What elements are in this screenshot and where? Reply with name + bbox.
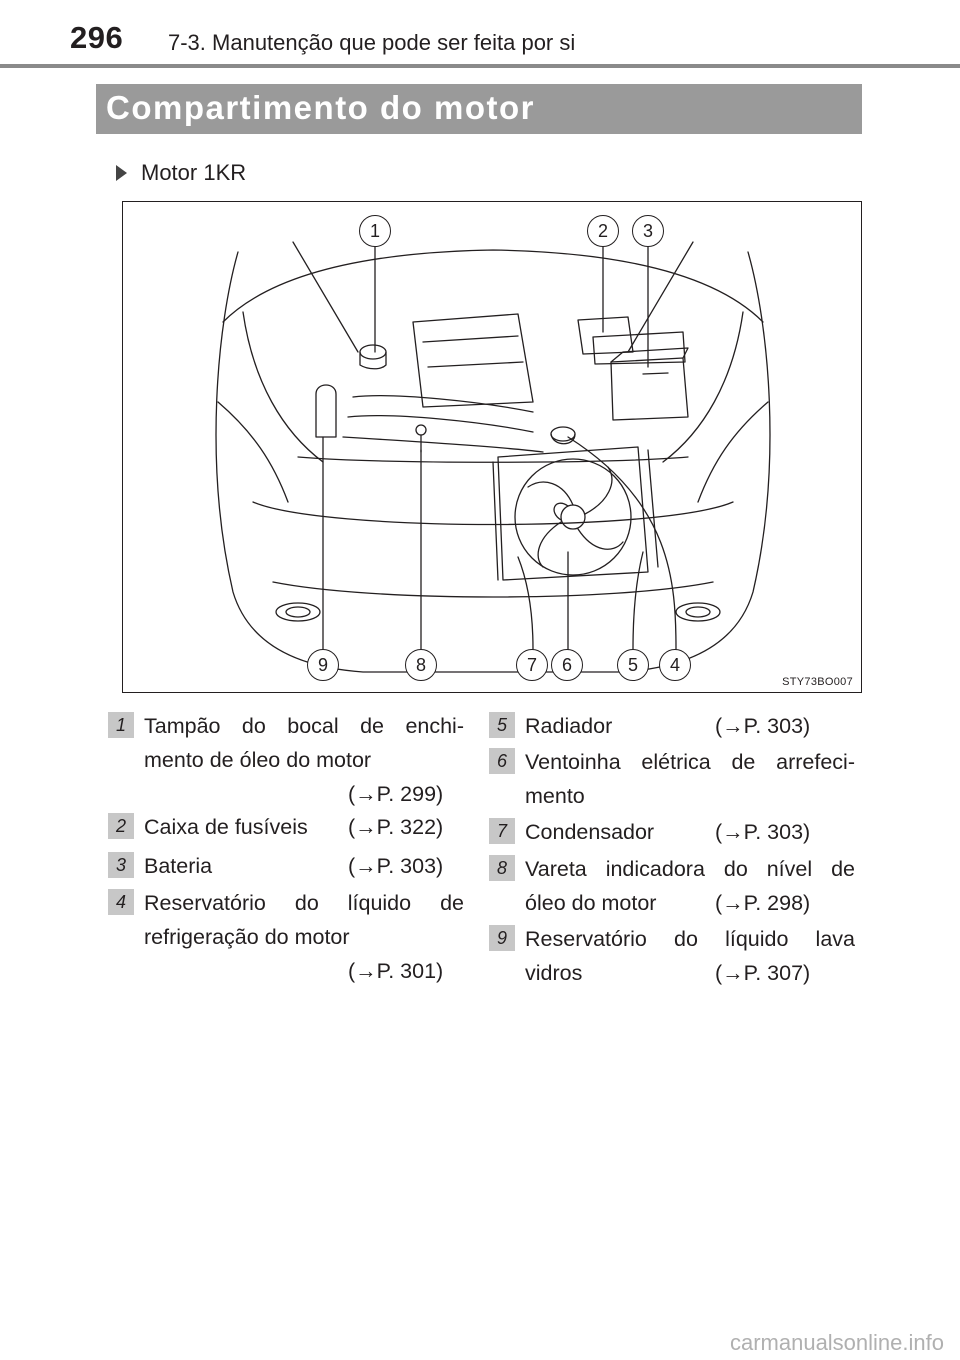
header-divider: [0, 64, 960, 68]
page-reference: (→P. 303): [715, 714, 811, 738]
legend-label: Radiador: [525, 714, 613, 738]
page-number: 296: [70, 20, 124, 55]
callout-7: 7: [516, 649, 548, 681]
page-reference: (→P. 299): [348, 782, 444, 806]
page-reference: (→P. 298): [715, 891, 811, 915]
callout-4: 4: [659, 649, 691, 681]
page-reference: (→P. 303): [348, 854, 444, 878]
page-reference: (→P. 303): [715, 820, 811, 844]
legend-number: 1: [108, 712, 134, 738]
legend-item-7: 7 Condensador (→P. 303): [489, 818, 859, 852]
legend-number: 4: [108, 889, 134, 915]
legend-item-6: 6 Ventoinha elétrica de arrefeci- mento: [489, 748, 859, 816]
section-title: 7-3. Manutenção que pode ser feita por s…: [168, 30, 576, 55]
legend-item-4: 4 Reservatório do líquido de refrigeraçã…: [108, 889, 464, 983]
legend-item-5: 5 Radiador (→P. 303): [489, 712, 859, 746]
subheading: Motor 1KR: [116, 160, 246, 186]
legend-number: 8: [489, 855, 515, 881]
callout-3: 3: [632, 215, 664, 247]
watermark: carmanualsonline.info: [729, 1330, 944, 1355]
legend-label: Reservatório do líquido lava vidros: [525, 927, 855, 985]
page-reference: (→P. 322): [348, 815, 444, 839]
legend-item-9: 9 Reservatório do líquido lava vidros (→…: [489, 925, 859, 993]
callout-6: 6: [551, 649, 583, 681]
callout-1: 1: [359, 215, 391, 247]
page-title: Compartimento do motor: [106, 89, 535, 126]
legend-item-3: 3 Bateria (→P. 303): [108, 852, 464, 886]
legend-number: 7: [489, 818, 515, 844]
legend-label: Vareta indicadora do nível de óleo do mo…: [525, 857, 855, 915]
subheading-text: Motor 1KR: [141, 160, 247, 185]
callout-2: 2: [587, 215, 619, 247]
page-reference: (→P. 307): [715, 961, 811, 985]
callout-9: 9: [307, 649, 339, 681]
legend-number: 9: [489, 925, 515, 951]
callout-5: 5: [617, 649, 649, 681]
triangle-bullet-icon: [116, 165, 127, 181]
legend-number: 3: [108, 852, 134, 878]
figure-code: STY73BO007: [782, 676, 853, 688]
legend-number: 5: [489, 712, 515, 738]
engine-compartment-figure: 1 2 3 9 8 7 6 5 4 STY73BO007: [122, 201, 862, 693]
callout-8: 8: [405, 649, 437, 681]
legend-number: 6: [489, 748, 515, 774]
legend-label: Tampão do bocal de enchi- mento de óleo …: [144, 714, 464, 772]
legend-label: Caixa de fusíveis: [144, 815, 308, 839]
legend-label: Reservatório do líquido de refrigeração …: [144, 891, 464, 949]
legend-item-8: 8 Vareta indicadora do nível de óleo do …: [489, 855, 859, 923]
legend-item-2: 2 Caixa de fusíveis (→P. 322): [108, 813, 464, 847]
legend-number: 2: [108, 813, 134, 839]
page-reference: (→P. 301): [348, 959, 444, 983]
legend-item-1: 1 Tampão do bocal de enchi- mento de óle…: [108, 712, 464, 806]
legend-label: Condensador: [525, 820, 655, 844]
legend-label: Ventoinha elétrica de arrefeci- mento: [525, 750, 855, 808]
legend-label: Bateria: [144, 854, 213, 878]
engine-illustration: [215, 241, 771, 673]
title-banner: Compartimento do motor: [96, 84, 862, 134]
